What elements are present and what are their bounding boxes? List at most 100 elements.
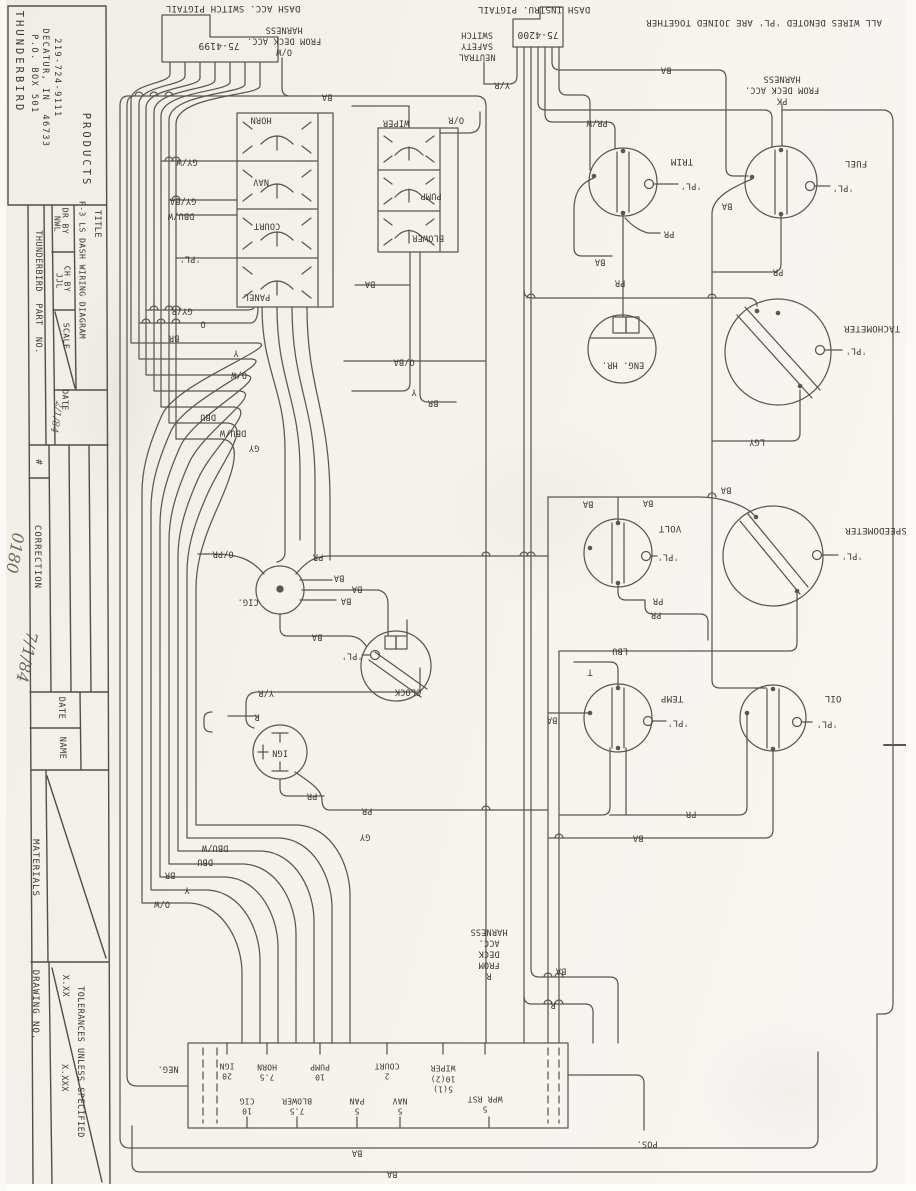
label-5-wpr-rst: 5 WPR RST	[467, 1094, 503, 1114]
fuse-panel	[187, 1042, 569, 1129]
wires	[119, 46, 894, 1173]
label-ba: BA	[660, 64, 672, 75]
label-5-nav: 5 NAV	[392, 1096, 408, 1116]
label-o-r: O/R	[448, 114, 464, 125]
label-o-pr: O/PR	[212, 548, 234, 559]
label-ba: BA	[642, 497, 654, 508]
gauge-posts	[587, 147, 803, 752]
label-ba: BA	[594, 256, 606, 267]
label-o-w: O/W	[231, 369, 247, 380]
label-ba: BA	[546, 714, 558, 725]
label-x-xxx: X.XXX	[59, 1063, 69, 1093]
label-y: Y	[233, 347, 239, 358]
label-dbu-w: DBU/W	[219, 427, 247, 438]
gauge-trim	[588, 147, 679, 217]
label-title: TITLE	[92, 209, 102, 239]
label-pl: 'PL'	[816, 718, 838, 729]
label-2-court: 2 COURT	[374, 1061, 400, 1081]
label-nav: NAV	[253, 176, 269, 187]
label-o-w-from-deck-acc-harness: O/W FROM DECK ACC. HARNESS	[246, 24, 322, 57]
label-pr: PR	[663, 228, 675, 239]
label-t: T	[587, 666, 593, 677]
label-ba: BA	[721, 200, 733, 211]
label-pump: PUMP	[420, 190, 442, 201]
label-ba: BA	[340, 595, 352, 606]
label-ba: BA	[364, 278, 376, 289]
label-pr: PR	[306, 790, 318, 801]
label-name: NAME	[57, 736, 67, 760]
label-75-4200: 75-4200	[517, 29, 559, 41]
label-panel: PANEL	[243, 291, 271, 302]
label-gy-ba: GY/BA	[169, 195, 197, 206]
label-pl: 'PL'	[179, 253, 201, 264]
gauge-temp	[583, 683, 667, 753]
label-date: DATE	[60, 389, 70, 411]
label-75-4199: 75-4199	[198, 40, 240, 52]
label-pr: PR	[685, 808, 697, 819]
label-neutral-safety-switch: NEUTRAL SAFETY SWITCH	[458, 29, 496, 62]
label-p-o-box-501: P.O. BOX 501	[29, 34, 39, 114]
label-blower: BLOWER	[412, 232, 444, 243]
label-ba: BA	[321, 91, 333, 102]
label-pr: PR	[650, 609, 662, 620]
label-7-5-blower: 7.5 BLOWER	[281, 1096, 313, 1116]
label-cig: CIG.	[237, 596, 259, 607]
label-all-wires-denoted-pl-are-joined-to: ALL WIRES DENOTED 'PL' ARE JOINED TOGETH…	[646, 16, 882, 27]
clock	[360, 630, 432, 702]
sheet-left-edge	[0, 0, 6, 1191]
label-o-ba: O/BA	[393, 356, 415, 367]
label-10-cig: 10 CIG	[239, 1096, 255, 1116]
label-ba: BA	[311, 631, 323, 642]
label-clock: CLOCK	[394, 686, 422, 697]
label-f-3-ls-dash-wiring-diagram: F-3 LS DASH WIRING DIAGRAM	[77, 200, 87, 340]
label-thunderbird-part-no: THUNDERBIRD PART NO.	[33, 230, 43, 354]
label-dr-by: DR BY	[60, 207, 70, 235]
label-thunderbird: THUNDERBIRD	[13, 10, 25, 114]
label-ign: IGN	[272, 747, 288, 758]
label-br: BR	[427, 397, 439, 408]
label-pr: PR	[772, 266, 784, 277]
label-dbu-w: DBU/W	[167, 210, 195, 221]
label-7-5-horn: 7.5 HORN	[256, 1062, 278, 1082]
label-products: PRODUCTS	[80, 112, 92, 188]
label-decatur-in-46733: DECATUR, IN 46733	[40, 28, 50, 148]
label-dbu: DBU	[200, 411, 216, 422]
label-y-r: Y/R	[494, 79, 510, 90]
label-5-pan: 5 PAN	[349, 1096, 365, 1116]
label-tolerances-unless-specified: TOLERANCES UNLESS SPECIFIED	[75, 986, 85, 1138]
label-ba: BA	[333, 572, 345, 583]
gauge-oil	[739, 684, 813, 752]
label-neg: NEG.	[157, 1063, 179, 1074]
label-dash-instru-pigtail: DASH INSTRU. PIGTAIL	[477, 3, 591, 14]
label-dbu-w: DBU/W	[201, 842, 229, 853]
label-pl: 'PL'	[845, 345, 867, 356]
title-block-lines	[7, 5, 111, 1186]
label-tachometer: TACHOMETER	[843, 322, 901, 333]
label-jjl: JJL	[54, 273, 64, 289]
label-dash-acc-switch-pigtail: DASH ACC. SWITCH PIGTAIL	[165, 2, 301, 13]
label-y: Y	[184, 884, 190, 895]
label-gy-w: GY/W	[176, 156, 198, 167]
label-ch-by: CH BY	[62, 265, 72, 293]
gauge-tachometer	[724, 298, 843, 406]
label-pos: POS.	[636, 1138, 658, 1149]
label-horn: HORN	[250, 114, 272, 125]
label-: #	[33, 459, 43, 465]
label-pl: 'PL'	[680, 180, 702, 191]
meter-engine-hours	[587, 314, 657, 384]
label-pr: PR	[312, 551, 324, 562]
label-scale: SCALE	[61, 322, 71, 350]
label-pr: PR	[361, 805, 373, 816]
label-lbu: LBU	[612, 645, 628, 656]
label-o-w: O/W	[154, 898, 170, 909]
gauge-fuel	[744, 145, 831, 219]
label-ba: BA	[351, 1147, 363, 1158]
label-lgy: LGY	[749, 436, 765, 447]
label-pk-from-deck-acc-harness: PK FROM DECK ACC. HARNESS	[744, 73, 820, 106]
label-nwl: NWL	[52, 216, 62, 232]
label-pl: 'PL'	[341, 650, 363, 661]
sheet-bottom-edge	[0, 1184, 916, 1191]
label-ba: BA	[720, 484, 732, 495]
